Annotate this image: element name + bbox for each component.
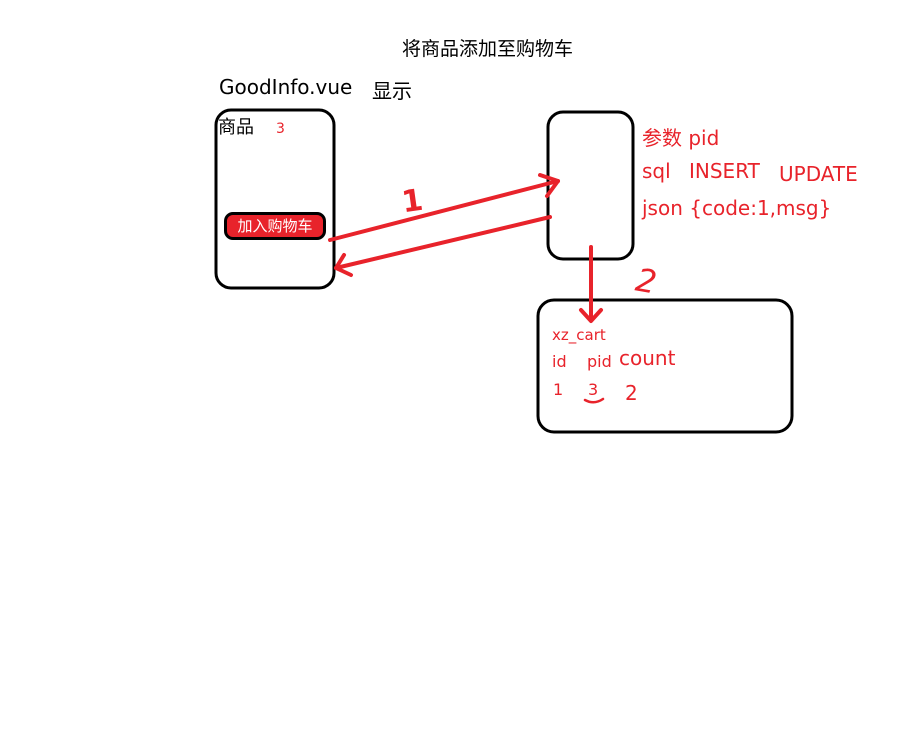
column-count: count: [619, 346, 676, 370]
add-to-cart-button[interactable]: 加入购物车: [224, 212, 326, 240]
db-arrow: [579, 245, 603, 323]
table-name: xz_cart: [552, 326, 606, 344]
component-file: GoodInfo.vue: [219, 75, 353, 99]
pid-underline: [583, 397, 605, 404]
database-box: [536, 298, 794, 434]
cell-count: 2: [625, 381, 638, 405]
response-arrow: [334, 215, 552, 277]
column-id: id: [552, 352, 567, 371]
request-arrow: [328, 173, 560, 242]
sql-update: UPDATE: [779, 162, 858, 186]
column-pid: pid: [587, 352, 612, 371]
sql-insert: INSERT: [689, 159, 760, 183]
server-box: [546, 110, 635, 261]
json-note: json {code:1,msg}: [642, 196, 832, 220]
product-pid: 3: [276, 121, 285, 137]
component-box: [214, 108, 336, 290]
component-action: 显示: [372, 79, 412, 103]
sql-note: sql: [642, 159, 671, 183]
cell-pid: 3: [588, 380, 599, 399]
param-note: 参数 pid: [642, 126, 720, 150]
product-label: 商品: [218, 117, 254, 138]
cell-id: 1: [553, 380, 564, 399]
page-title: 将商品添加至购物车: [402, 38, 574, 60]
